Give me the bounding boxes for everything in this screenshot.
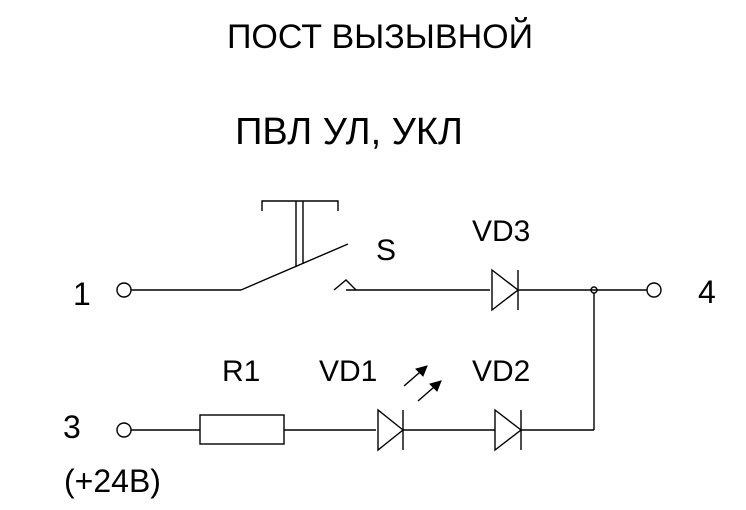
switch-fixed-contact <box>333 279 357 291</box>
switch-blade <box>240 243 349 291</box>
bottom-branch <box>131 365 594 452</box>
vd3-label: VD3 <box>472 215 530 248</box>
vd1-label: VD1 <box>319 355 377 388</box>
vd2-label: VD2 <box>472 355 530 388</box>
terminal-1-label: 1 <box>73 276 91 312</box>
device-model: ПВЛ УЛ, УКЛ <box>235 111 463 153</box>
vd1-led-symbol <box>377 365 442 452</box>
r1-label: R1 <box>222 355 260 388</box>
terminal-3-contact <box>116 422 132 438</box>
vd3-diode-symbol <box>491 268 520 312</box>
switch-label: S <box>376 234 396 267</box>
diagram-title: ПОСТ ВЫЗЫВНОЙ <box>227 18 533 56</box>
r1-resistor-symbol <box>199 414 285 445</box>
terminal-3-voltage-note: (+24В) <box>64 463 161 499</box>
switch-actuator-cap <box>261 200 339 211</box>
terminal-4-label: 4 <box>698 274 716 310</box>
vd2-diode-symbol <box>494 408 523 452</box>
terminal-1-contact <box>116 282 132 298</box>
terminal-4-contact <box>646 282 662 298</box>
terminal-3-label: 3 <box>63 409 81 445</box>
